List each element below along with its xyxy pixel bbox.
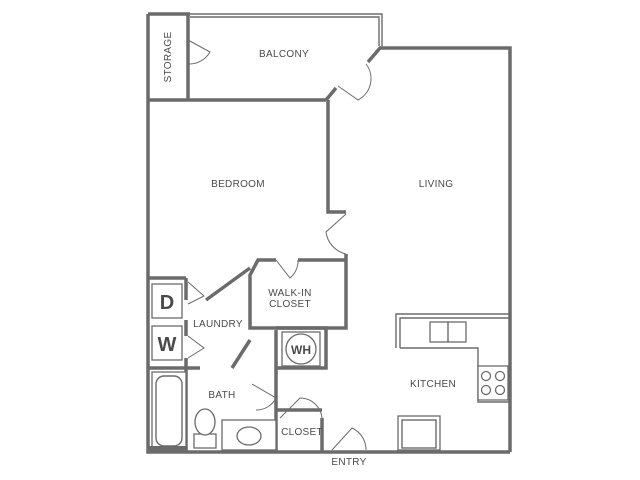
closet-label: CLOSET bbox=[281, 427, 323, 438]
water-heater-label: WH bbox=[291, 343, 311, 357]
storage-label: STORAGE bbox=[163, 32, 174, 83]
kitchen-fixtures bbox=[395, 313, 510, 451]
water-heater bbox=[285, 333, 317, 365]
living-label: LIVING bbox=[419, 179, 454, 190]
dryer-box bbox=[151, 283, 183, 319]
balcony-railing bbox=[190, 13, 383, 46]
dryer-label: D bbox=[160, 292, 174, 314]
bath-label: BATH bbox=[208, 390, 235, 401]
balcony-label: BALCONY bbox=[259, 49, 309, 60]
walk-in-closet-label-line2: CLOSET bbox=[269, 299, 311, 310]
kitchen-label: KITCHEN bbox=[410, 379, 456, 390]
entry-label: ENTRY bbox=[331, 457, 366, 468]
washer-box bbox=[151, 325, 183, 361]
bathtub bbox=[151, 371, 187, 451]
laundry-label: LAUNDRY bbox=[193, 319, 243, 330]
room-labels: STORAGE BALCONY BEDROOM LIVING WALK-IN C… bbox=[163, 32, 456, 468]
toilet-tank bbox=[193, 433, 217, 449]
bath-sink bbox=[236, 426, 262, 446]
bedroom-label: BEDROOM bbox=[211, 179, 265, 190]
laundry-appliances: D W WH bbox=[151, 283, 321, 367]
refrigerator bbox=[397, 415, 441, 451]
bath-fixtures bbox=[148, 371, 277, 452]
stove bbox=[477, 365, 509, 401]
washer-label: W bbox=[158, 334, 177, 356]
door-swings bbox=[187, 39, 372, 451]
walk-in-closet-label-line1: WALK-IN bbox=[268, 288, 311, 299]
toilet-bowl bbox=[194, 408, 216, 436]
